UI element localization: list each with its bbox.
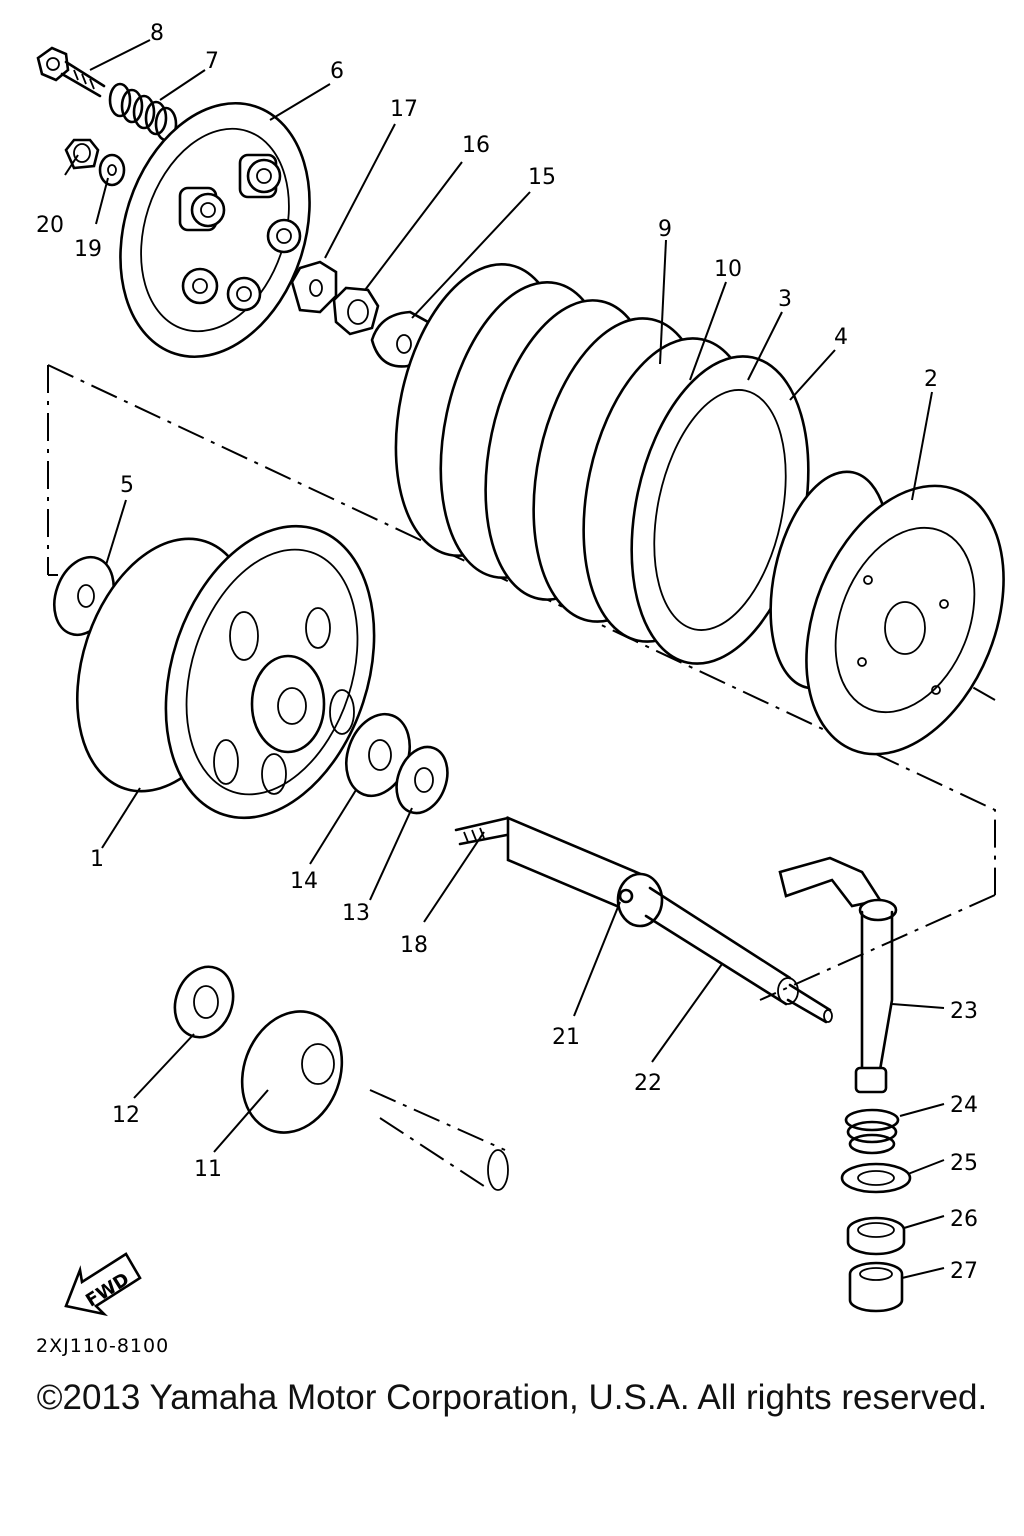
callout-12: 12 [112, 1103, 140, 1128]
part-2-clutch-boss [769, 470, 1005, 756]
fwd-arrow-icon: FWD [64, 1252, 142, 1317]
part-12-collar [173, 965, 235, 1039]
callout-11: 11 [194, 1157, 222, 1182]
leader-lines [64, 39, 945, 1279]
diagram-code: 2XJ110-8100 [36, 1335, 169, 1357]
callout-21: 21 [552, 1025, 580, 1050]
callout-10: 10 [714, 257, 742, 282]
part-20-nut [64, 138, 100, 170]
part-24-spring [844, 1108, 900, 1155]
callout-27: 27 [950, 1259, 978, 1284]
callout-24: 24 [950, 1093, 978, 1118]
callout-26: 26 [950, 1207, 978, 1232]
part-6-pressure-plate [119, 101, 311, 359]
part-25-washer [840, 1162, 912, 1194]
callout-13: 13 [342, 901, 370, 926]
copyright-notice: ©2013 Yamaha Motor Corporation, U.S.A. A… [36, 1378, 988, 1417]
callout-1: 1 [90, 847, 104, 872]
callout-4: 4 [834, 325, 848, 350]
callout-8: 8 [150, 21, 164, 46]
part-18-push-rod [454, 816, 514, 846]
callout-2: 2 [924, 367, 938, 392]
callout-23: 23 [950, 999, 978, 1024]
callout-22: 22 [634, 1071, 662, 1096]
part-19-washer [98, 153, 126, 187]
part-26-oil-seal [846, 1216, 906, 1256]
part-23-push-lever [778, 856, 898, 1094]
part-27-bearing [848, 1261, 904, 1313]
part-17-lock-washer [290, 260, 338, 314]
part-1-clutch-housing [75, 524, 376, 820]
callout-6: 6 [330, 59, 344, 84]
callout-7: 7 [205, 49, 219, 74]
part-8-bolt [36, 46, 106, 98]
part-21-ball [618, 888, 634, 904]
callout-19: 19 [74, 237, 102, 262]
callout-labels: 8 7 6 17 16 15 20 19 9 10 3 4 2 5 1 14 1… [36, 21, 978, 1284]
callout-9: 9 [658, 217, 672, 242]
callout-18: 18 [400, 933, 428, 958]
part-16-nut [332, 286, 380, 336]
part-11-gear [240, 1010, 344, 1134]
callout-25: 25 [950, 1151, 978, 1176]
shaft-end [369, 1089, 509, 1191]
part-13-washer [395, 745, 449, 815]
part-7-spring [108, 82, 178, 142]
callout-20: 20 [36, 213, 64, 238]
callout-14: 14 [290, 869, 318, 894]
part-22-shaft [506, 816, 833, 1024]
callout-5: 5 [120, 473, 134, 498]
callout-16: 16 [462, 133, 490, 158]
clutch-plate-stack [394, 262, 810, 665]
callout-3: 3 [778, 287, 792, 312]
callout-15: 15 [528, 165, 556, 190]
callout-17: 17 [390, 97, 418, 122]
